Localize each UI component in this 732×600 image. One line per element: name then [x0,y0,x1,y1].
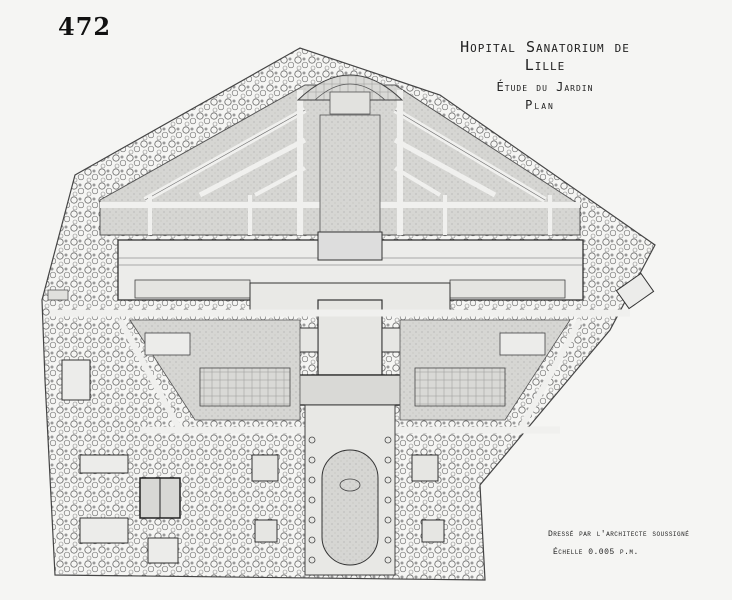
author-note: Dressé par l'architecte soussigné [548,530,690,539]
south-pavilions [79,454,445,564]
sheet-number: 472 [58,12,112,41]
diagonal-walks [117,318,583,432]
north-hemicycle [296,74,404,236]
side-parterres [129,319,571,421]
upper-garden [99,84,581,236]
scale-note: Échelle 0.005 p.m. [553,548,639,557]
east-pavilion [615,272,655,310]
drawing-title: Hopital Sanatorium de Lille [460,38,630,74]
drawing-type: Plan [525,98,555,112]
main-building-wing [117,231,584,314]
forecourt-tree-rows [308,436,392,564]
south-forecourt [304,404,396,576]
west-pavilion [47,289,91,401]
drawing-subtitle: Étude du Jardin [496,80,594,94]
title-block: Hopital Sanatorium de Lille Étude du Jar… [400,38,650,112]
